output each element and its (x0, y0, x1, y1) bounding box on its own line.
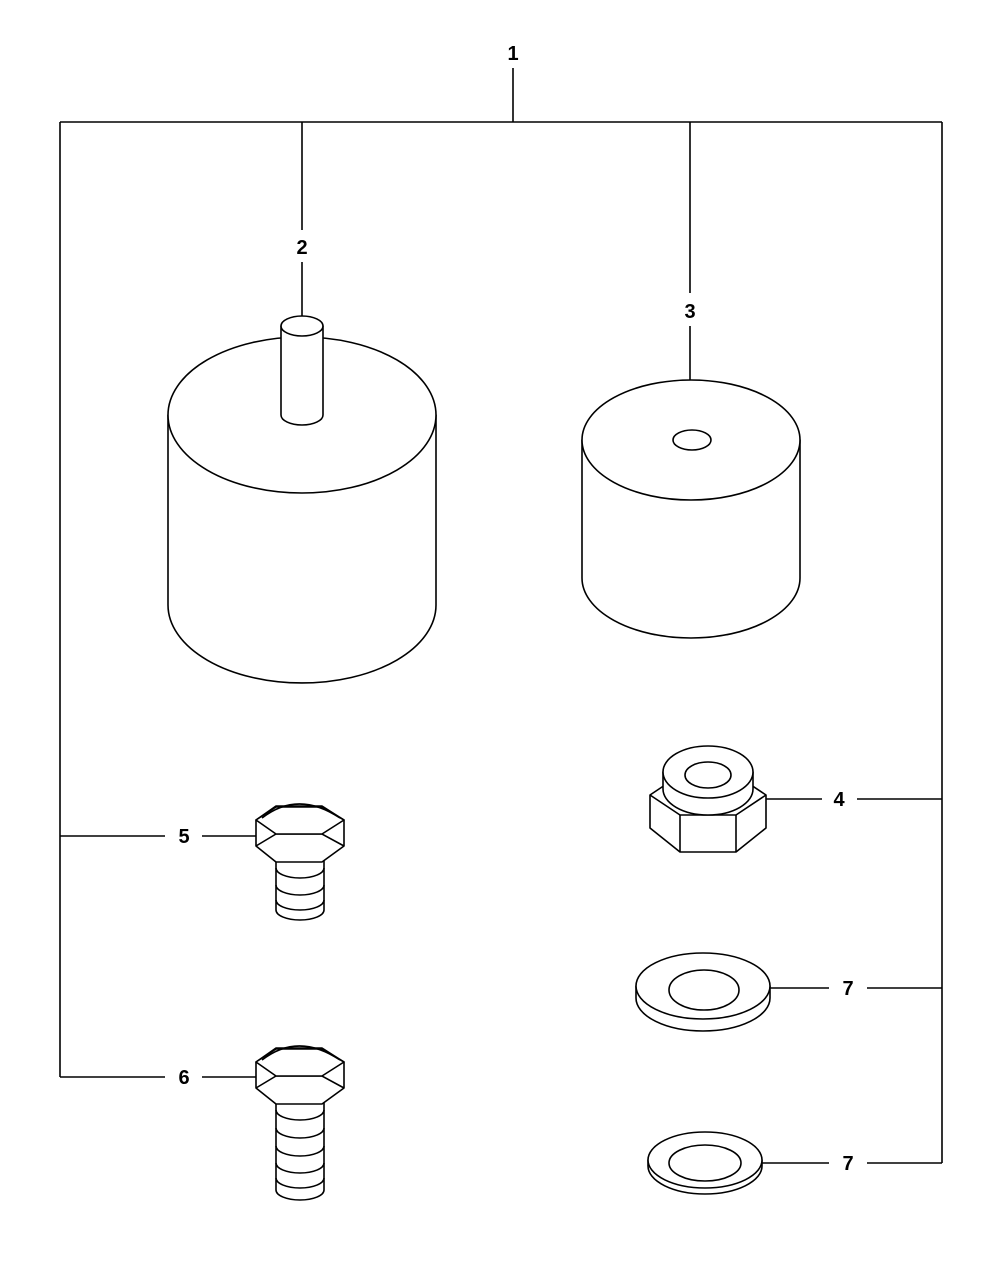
rubber-mount-with-hole (581, 379, 801, 639)
callout-mount-with-hole: 3 (684, 301, 695, 323)
leader-lines (59, 68, 943, 1164)
callout-mount-with-stud: 2 (296, 237, 307, 259)
rubber-mount-with-stud (167, 315, 437, 684)
callout-lock-nut: 4 (833, 789, 845, 811)
callout-labels: 1 2 3 4 5 6 7 7 (178, 43, 853, 1175)
callout-bolt-short: 5 (178, 826, 189, 848)
washer-small (647, 1131, 763, 1195)
washer-large (635, 952, 771, 1032)
callout-washer-small: 7 (842, 1153, 853, 1175)
hex-bolt-long (255, 1045, 345, 1201)
hex-bolt-short (255, 803, 345, 921)
callout-bolt-long: 6 (178, 1067, 189, 1089)
callout-kit: 1 (507, 43, 518, 65)
lock-nut (649, 745, 767, 853)
callout-washer-large: 7 (842, 978, 853, 1000)
